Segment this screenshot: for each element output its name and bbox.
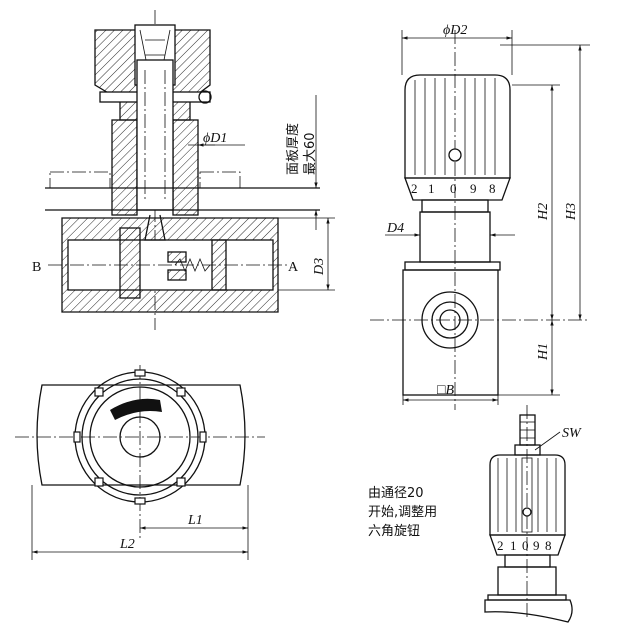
panel-thickness-line2: 最大60 — [303, 132, 318, 175]
dial-number: 9 — [470, 181, 477, 196]
hex-knob-detail: SW 2 1 0 9 8 由通径20 开始,调整用 六角旋钮 — [368, 405, 582, 623]
dial-number: 8 — [489, 181, 496, 196]
d4-label: D4 — [386, 221, 404, 236]
dial-scale: 2 1 0 9 8 — [411, 181, 496, 196]
note-line2: 开始,调整用 — [368, 505, 437, 520]
plan-view: L1 L2 — [15, 365, 265, 560]
front-view: 2 1 0 9 8 ϕD2 D4 H2 H3 H1 — [370, 23, 590, 410]
h1-label: H1 — [536, 343, 551, 361]
h2-label: H2 — [536, 203, 551, 221]
dial-number: 1 — [428, 181, 435, 196]
h3-label: H3 — [564, 203, 579, 221]
l2-label: L2 — [119, 537, 135, 552]
l1-label: L1 — [187, 513, 203, 528]
panel-thickness-line1: 面板厚度 — [285, 123, 301, 175]
section-view: B A ϕD1 面板厚度 最大60 D3 — [32, 10, 335, 330]
dial-number: 1 — [510, 538, 517, 553]
dial-number: 0 — [522, 538, 529, 553]
dial-number: 2 — [497, 538, 504, 553]
phi-d2-label: ϕD2 — [443, 23, 467, 38]
sw-label: SW — [562, 426, 582, 441]
dial-number: 8 — [545, 538, 552, 553]
note-line3: 六角旋钮 — [368, 524, 420, 539]
dial-number: 9 — [533, 538, 540, 553]
dial-number: 0 — [450, 181, 457, 196]
square-b-label: □B — [437, 383, 454, 398]
d3-label: D3 — [312, 258, 327, 276]
phi-d1-label: ϕD1 — [203, 131, 227, 146]
port-b-label: B — [32, 260, 41, 275]
port-a-label: A — [288, 260, 299, 275]
dial-number: 2 — [411, 181, 418, 196]
note-line1: 由通径20 — [368, 486, 424, 501]
